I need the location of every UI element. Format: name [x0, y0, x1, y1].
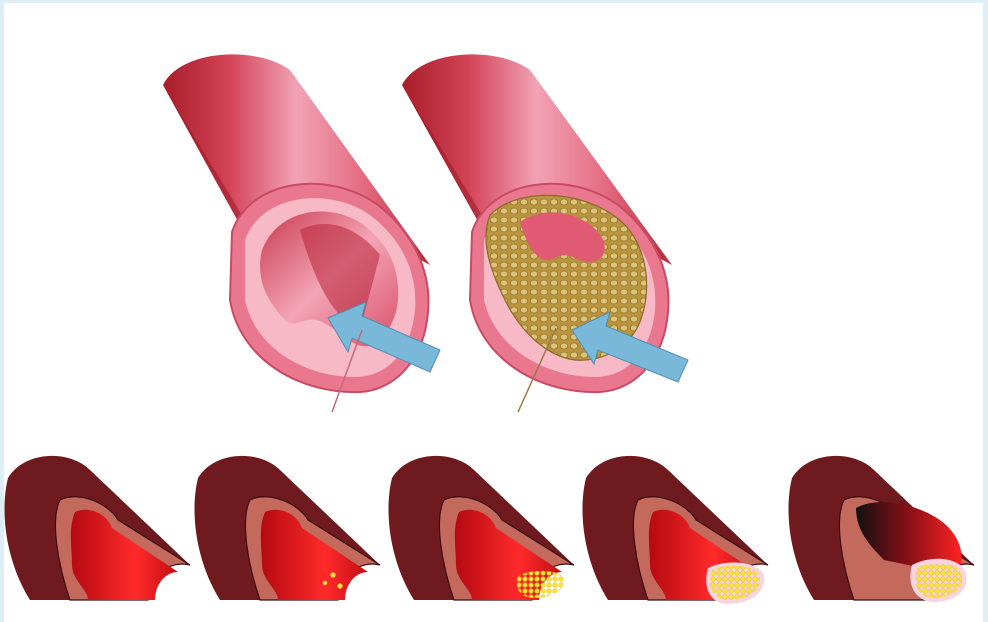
small-artery-1 [4, 456, 190, 600]
small-artery-5 [788, 456, 974, 602]
small-artery-3 [388, 456, 574, 600]
healthy-artery [163, 54, 440, 412]
plaque-artery [402, 54, 688, 412]
small-artery-2 [194, 456, 380, 600]
small-artery-4 [582, 456, 768, 604]
